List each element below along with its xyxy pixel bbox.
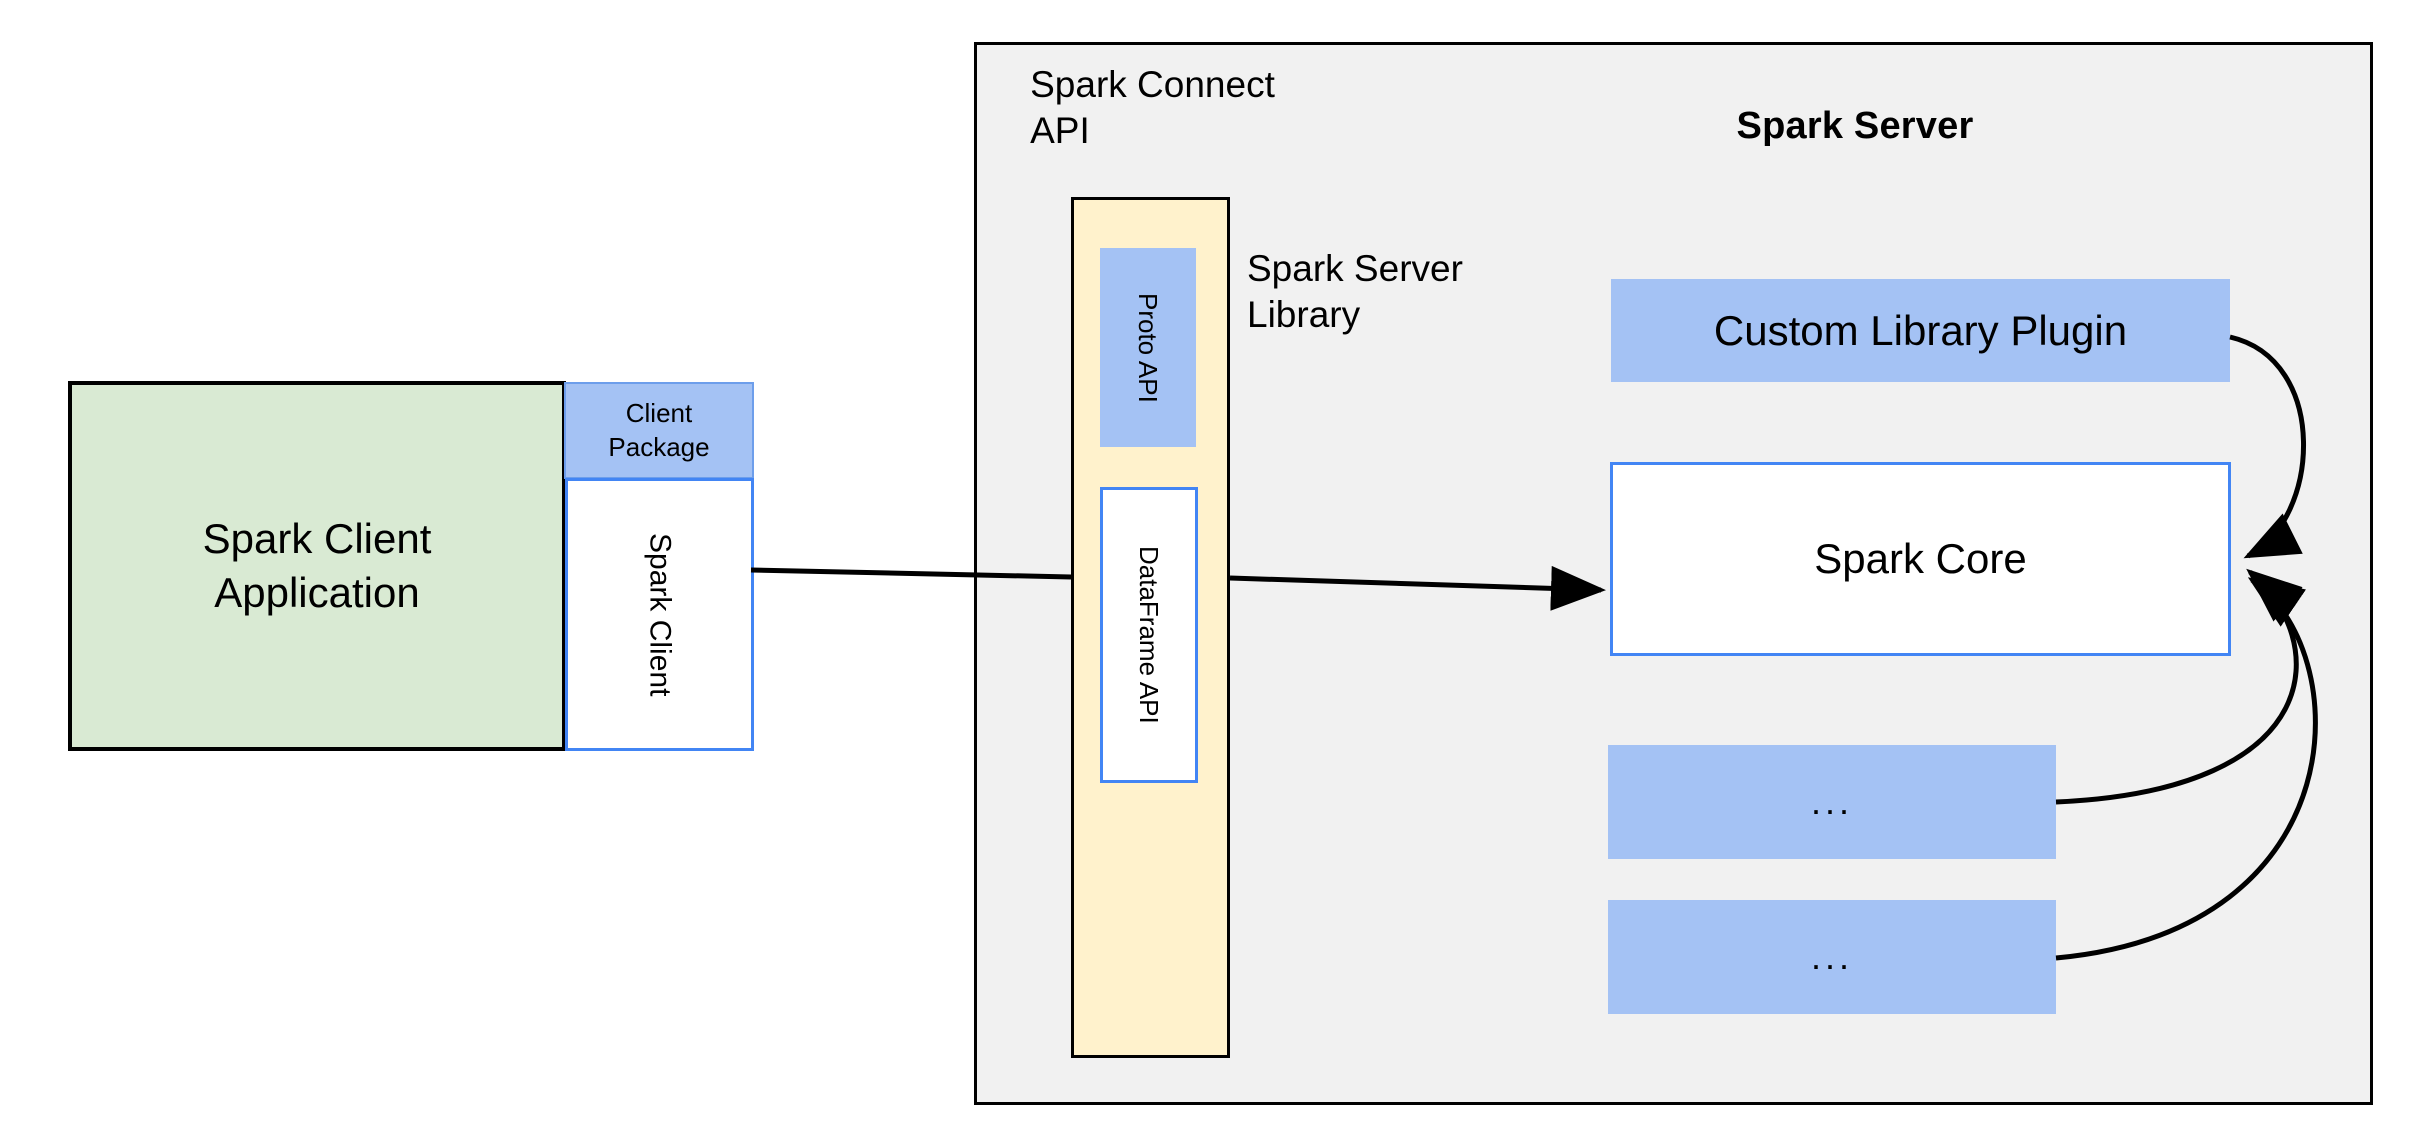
spark-client-label: Spark Client <box>643 532 677 697</box>
spark-server-title: Spark Server <box>1736 104 1974 147</box>
spark-client-box: Spark Client <box>565 478 754 751</box>
component-ellipsis-box-1: ... <box>1608 745 2056 859</box>
spark-connect-api-label: Spark Connect API <box>1030 64 1275 151</box>
proto-api-box: Proto API <box>1100 248 1196 447</box>
dataframe-api-box: DataFrame API <box>1100 487 1198 783</box>
spark-core-box: Spark Core <box>1610 462 2231 656</box>
proto-api-label: Proto API <box>1133 292 1163 403</box>
client-package-box: Client Package <box>564 382 754 479</box>
dataframe-api-label: DataFrame API <box>1134 546 1164 724</box>
custom-library-plugin-box: Custom Library Plugin <box>1611 279 2230 382</box>
component-ellipsis-box-2: ... <box>1608 900 2056 1014</box>
spark-client-application-box: Spark Client Application <box>68 381 566 751</box>
spark-server-library-label: Spark Server Library <box>1247 248 1463 335</box>
